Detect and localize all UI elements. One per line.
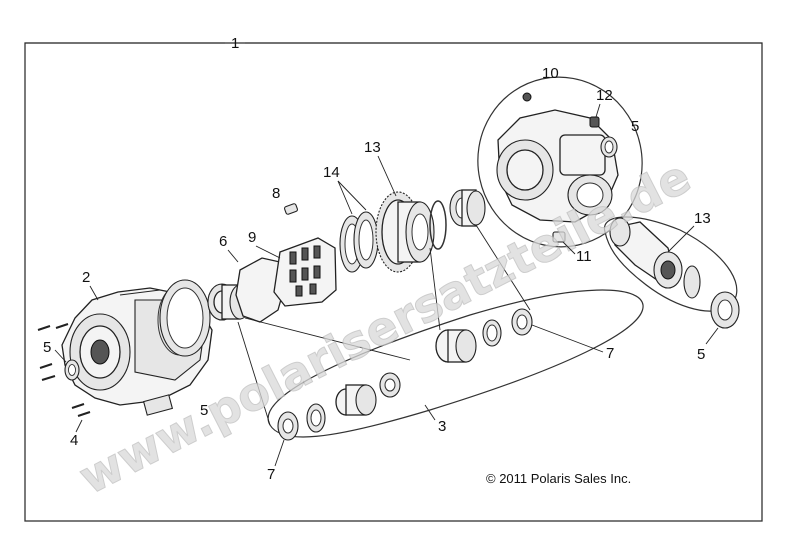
sensor-connector (142, 394, 174, 416)
callout-4: 4 (70, 432, 78, 449)
main-housing (496, 92, 619, 223)
cover-bolts (37, 323, 91, 417)
lower-bearing-set (277, 308, 533, 441)
main-housing-group-outline (477, 76, 643, 248)
callout-13-shaft: 13 (694, 210, 711, 227)
callout-14: 14 (323, 164, 340, 181)
callout-5-housing: 5 (631, 118, 639, 135)
pin (284, 203, 298, 215)
callout-12: 12 (596, 87, 613, 104)
callout-9: 9 (248, 229, 256, 246)
copyright-text: © 2011 Polaris Sales Inc. (486, 471, 631, 486)
callout-2: 2 (82, 269, 90, 286)
callout-11: 11 (576, 248, 592, 265)
callout-7-right: 7 (606, 345, 614, 362)
callout-13-gear: 13 (364, 139, 381, 156)
clutch-plates (339, 211, 379, 273)
roll-cage (273, 237, 337, 307)
callout-1: 1 (231, 35, 239, 52)
ring-gear (375, 191, 435, 273)
callout-10: 10 (542, 65, 559, 82)
callout-5-connector: 5 (200, 402, 208, 419)
callout-5-front: 5 (43, 339, 51, 356)
output-shaft (609, 217, 701, 299)
callout-8: 8 (272, 185, 280, 202)
drain-plug (552, 231, 566, 243)
output-bearing (449, 189, 486, 227)
callout-3: 3 (438, 418, 446, 435)
vent-plug (589, 116, 600, 128)
shim-ring (429, 200, 447, 250)
callout-7-lower: 7 (267, 466, 275, 483)
bearing-group-outline (267, 289, 644, 438)
armature-plate (235, 257, 286, 323)
callout-5-output: 5 (697, 346, 705, 363)
callout-6: 6 (219, 233, 227, 250)
